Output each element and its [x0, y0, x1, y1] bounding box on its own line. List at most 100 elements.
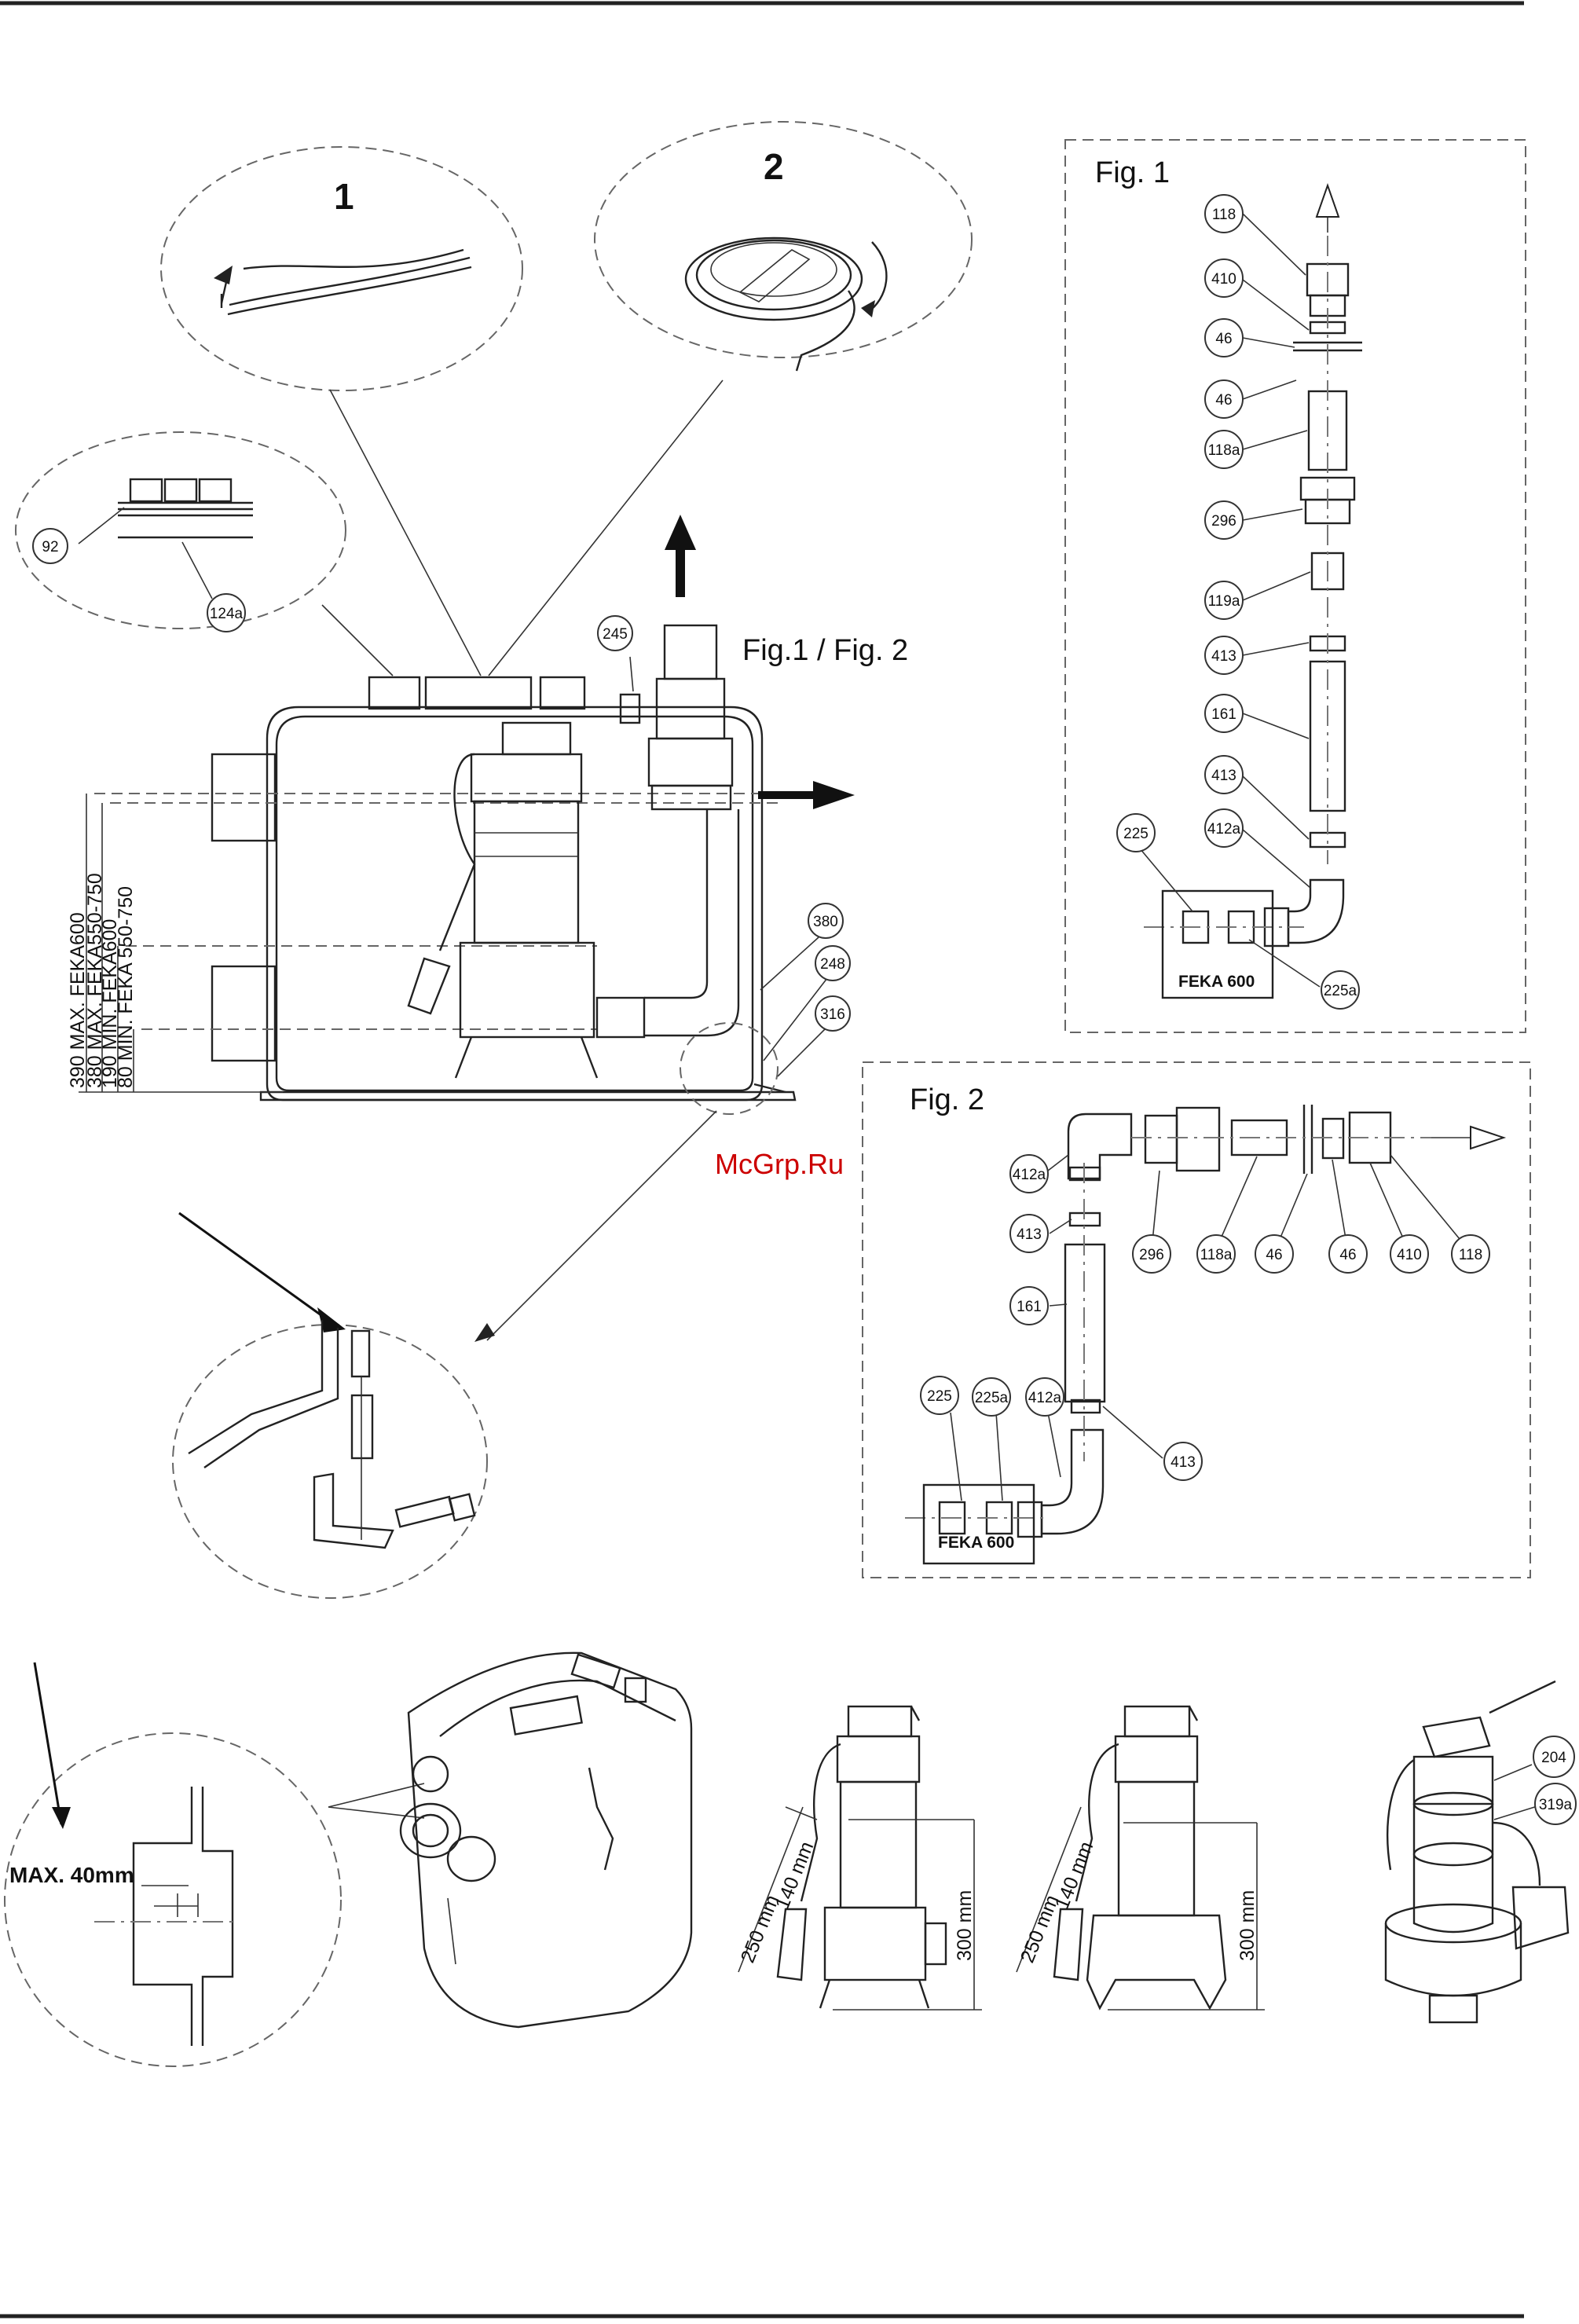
- fig2-callout-46a: 46: [1255, 1234, 1294, 1274]
- fig1-callout-413b: 413: [1204, 755, 1244, 794]
- fig2-callout-410: 410: [1390, 1234, 1429, 1274]
- svg-text:92: 92: [42, 539, 58, 555]
- svg-text:204: 204: [1541, 1750, 1566, 1766]
- detail-pointer-arrow-icon: [474, 1323, 495, 1342]
- fig2-callout-118a: 118a: [1196, 1234, 1236, 1274]
- svg-text:225: 225: [927, 1388, 952, 1405]
- detail-2-label: 2: [764, 146, 784, 187]
- main-tank-view: [79, 515, 855, 1342]
- callout-204: 204: [1533, 1736, 1575, 1778]
- fixing-detail: [172, 1211, 488, 1599]
- svg-text:119a: 119a: [1208, 593, 1240, 610]
- svg-text:410: 410: [1211, 271, 1236, 288]
- fig2-callout-296: 296: [1132, 1234, 1171, 1274]
- svg-text:245: 245: [603, 626, 628, 643]
- svg-text:413: 413: [1211, 768, 1236, 784]
- callout-245: 245: [597, 615, 633, 651]
- detail-gasket-section: [15, 431, 346, 629]
- svg-text:46: 46: [1215, 331, 1232, 347]
- fig1-title: Fig. 1: [1095, 156, 1170, 189]
- fig1-callout-225: 225: [1116, 813, 1156, 852]
- level-labels: 390 MAX. FEKA600 380 MAX. FEKA550-750 19…: [67, 873, 137, 1088]
- svg-text:413: 413: [1017, 1226, 1042, 1243]
- main-callouts: 92 124a 245 380 248 316: [32, 528, 851, 1032]
- fig2-callout-413-bottom: 413: [1163, 1442, 1203, 1481]
- level-label-2: 380 MAX. FEKA550-750: [84, 873, 106, 1088]
- fig2-callout-412a-bottom: 412a: [1025, 1377, 1064, 1417]
- svg-text:118: 118: [1212, 207, 1236, 223]
- float-callouts: 204 319a: [1533, 1736, 1577, 1825]
- arrow-up-icon: [214, 266, 233, 284]
- callout-248: 248: [815, 945, 851, 981]
- fig1-box-label: FEKA 600: [1178, 973, 1255, 991]
- watermark: McGrp.Ru: [715, 1148, 844, 1180]
- pump2-dim-140: 140 mm: [1051, 1838, 1098, 1912]
- max-pointer-arrow-icon: [52, 1807, 71, 1829]
- svg-text:225: 225: [1123, 826, 1149, 842]
- pump1-dim-140: 140 mm: [771, 1838, 819, 1912]
- svg-text:118: 118: [1459, 1247, 1482, 1263]
- fig2-right-arrow-icon: [1470, 1125, 1507, 1150]
- pump2-dim-300: 300 mm: [1236, 1890, 1258, 1961]
- fig2-callout-225a: 225a: [972, 1377, 1011, 1417]
- callout-124a: 124a: [207, 593, 246, 632]
- fig1-callout-410: 410: [1204, 258, 1244, 298]
- svg-text:412a: 412a: [1013, 1167, 1046, 1183]
- svg-text:225a: 225a: [975, 1390, 1009, 1406]
- fig1-callout-46b: 46: [1204, 379, 1244, 419]
- discharge-up-arrow-icon: [665, 515, 696, 550]
- svg-text:413: 413: [1211, 648, 1236, 665]
- detail-2-cover-ring: 2: [594, 121, 973, 372]
- discharge-right-arrow-icon: [813, 781, 855, 809]
- fig2-box-label: FEKA 600: [938, 1534, 1014, 1552]
- fig2-callouts: 412a 413 161 296 118a 46 46 410 118 225 …: [920, 1154, 1490, 1481]
- callout-380: 380: [808, 903, 844, 939]
- fig1-callout-118a: 118a: [1204, 430, 1244, 469]
- fig1-up-arrow-icon: [1315, 182, 1340, 218]
- level-label-4: 80 MIN. FEKA 550-750: [115, 886, 137, 1088]
- fig2-panel: Fig. 2 FEKA 600: [862, 1061, 1531, 1578]
- svg-text:248: 248: [820, 956, 845, 973]
- svg-text:412a: 412a: [1207, 821, 1241, 838]
- svg-text:118a: 118a: [1208, 442, 1240, 459]
- fig2-callout-118: 118: [1451, 1234, 1490, 1274]
- svg-text:46: 46: [1339, 1247, 1356, 1263]
- main-view-title: Fig.1 / Fig. 2: [742, 634, 908, 667]
- fig1-callout-296: 296: [1204, 500, 1244, 540]
- fig2-callout-413-top: 413: [1009, 1214, 1049, 1253]
- svg-text:410: 410: [1397, 1247, 1422, 1263]
- fig1-callout-118: 118: [1204, 194, 1244, 233]
- svg-text:412a: 412a: [1028, 1390, 1062, 1406]
- fig1-callout-46a: 46: [1204, 318, 1244, 357]
- pump1-dim-300: 300 mm: [954, 1890, 976, 1961]
- fig1-callout-161: 161: [1204, 694, 1244, 733]
- svg-text:161: 161: [1017, 1299, 1042, 1315]
- pump-view-2: [1016, 1705, 1265, 2011]
- rotate-arrow-icon: [861, 300, 875, 317]
- callout-319a: 319a: [1534, 1783, 1577, 1825]
- fig2-title: Fig. 2: [910, 1083, 984, 1116]
- svg-text:124a: 124a: [210, 606, 244, 622]
- svg-text:296: 296: [1211, 513, 1236, 530]
- max-note: MAX. 40mm: [9, 1863, 134, 1887]
- detail-1-label: 1: [334, 176, 354, 217]
- svg-text:296: 296: [1139, 1247, 1164, 1263]
- fig1-panel: Fig. 1 FEKA 600: [1064, 139, 1526, 1033]
- svg-text:319a: 319a: [1539, 1797, 1573, 1813]
- callout-316: 316: [815, 995, 851, 1032]
- fig1-callouts: 118 410 46 46 118a 296 119a 413 161 413 …: [1116, 194, 1360, 1010]
- fig1-callout-119a: 119a: [1204, 581, 1244, 620]
- tank-3d-view: [399, 1651, 693, 2029]
- fig1-callout-412a: 412a: [1204, 808, 1244, 848]
- callout-92: 92: [32, 528, 68, 564]
- svg-text:46: 46: [1266, 1247, 1282, 1263]
- detail-leaders: [321, 379, 724, 676]
- fig2-callout-161: 161: [1009, 1286, 1049, 1325]
- pump-view-1: [738, 1705, 982, 2011]
- level-label-3: 190 MIN. FEKA600: [99, 919, 121, 1088]
- fig2-callout-46b: 46: [1328, 1234, 1368, 1274]
- svg-text:118a: 118a: [1200, 1247, 1233, 1263]
- level-label-1: 390 MAX. FEKA600: [67, 912, 89, 1088]
- fig2-callout-225: 225: [920, 1376, 959, 1415]
